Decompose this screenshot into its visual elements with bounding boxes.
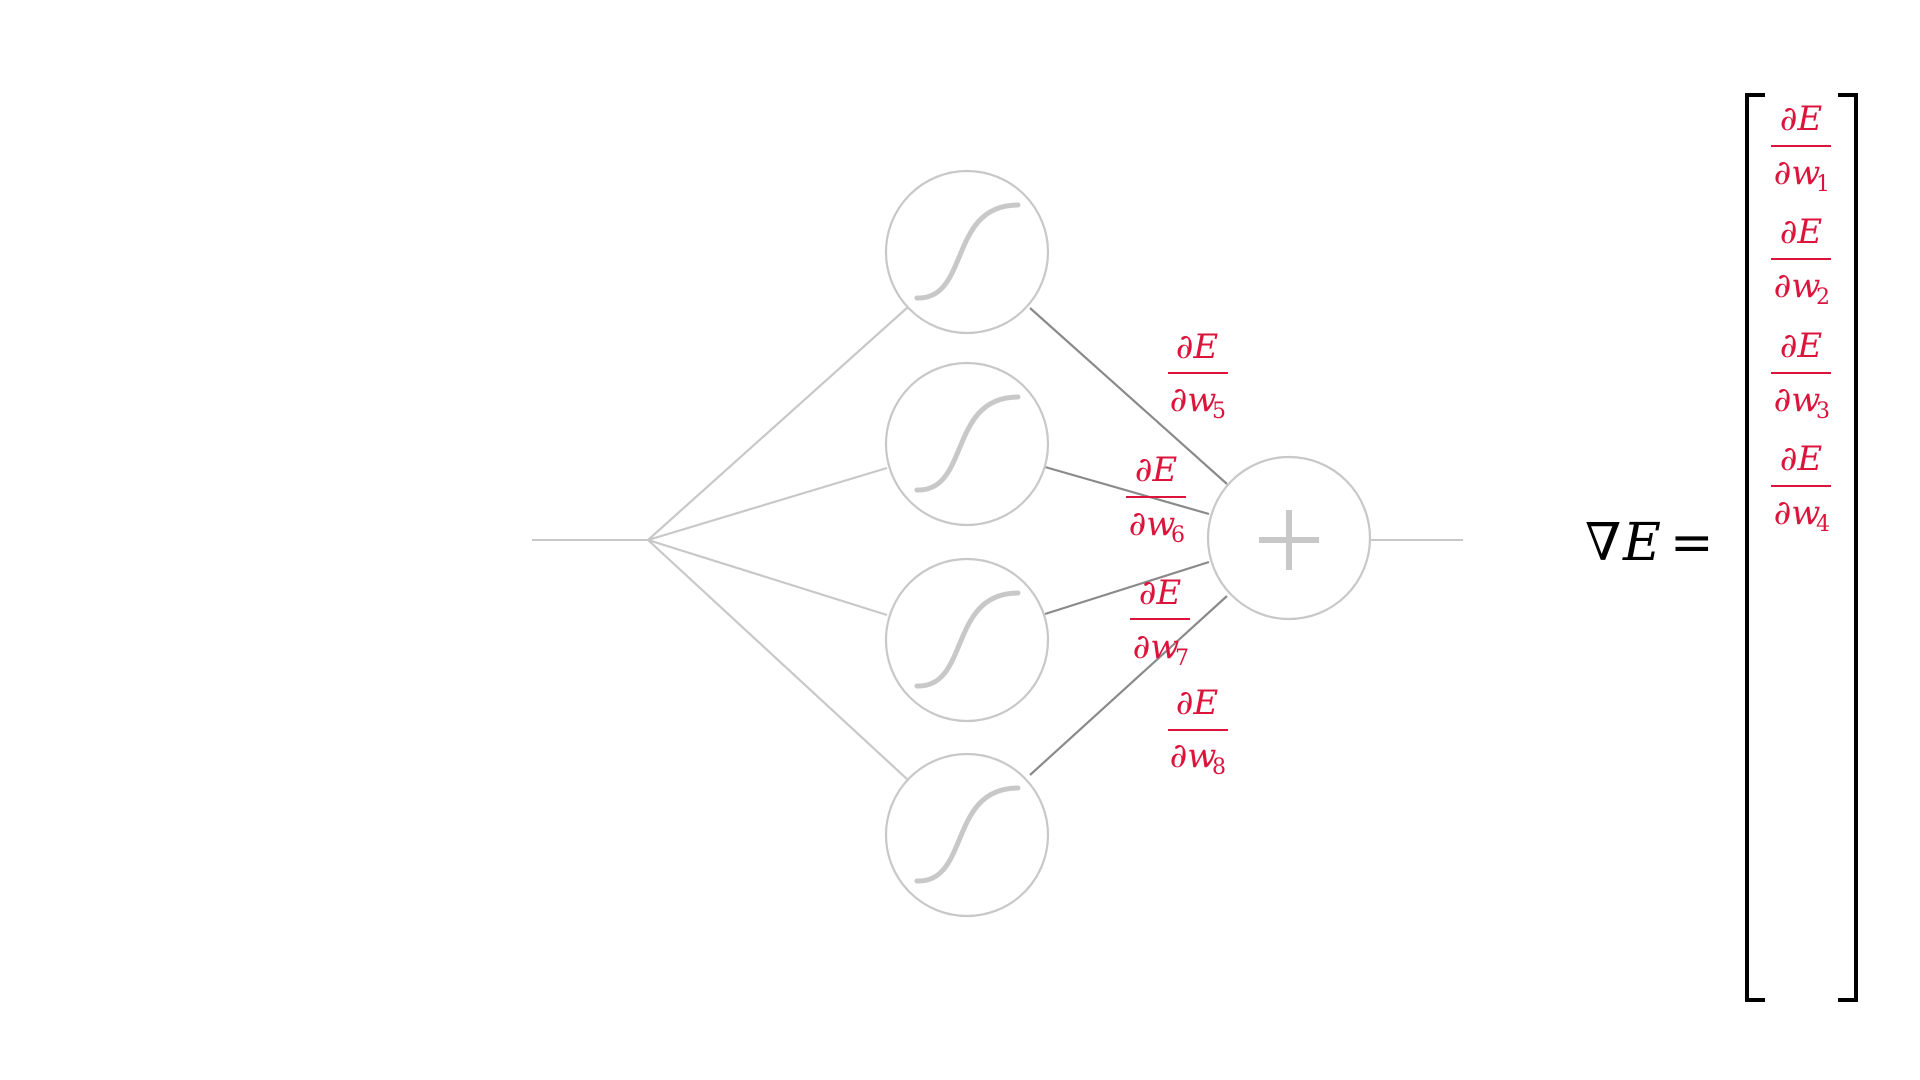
input-edge-4 <box>647 539 909 781</box>
input-edge-1 <box>647 306 909 541</box>
gradient-entry-w2: ∂E ∂w 2 <box>1771 212 1831 310</box>
gradient-entry-subscript: 2 <box>1816 285 1830 310</box>
gradient-entry-w1: ∂E ∂w 1 <box>1771 99 1831 197</box>
gradient-entry-subscript: 3 <box>1816 399 1830 424</box>
edge-label-subscript: 6 <box>1171 523 1185 548</box>
edge-label-denominator: ∂w <box>1133 627 1180 667</box>
gradient-entry-denominator: ∂w <box>1774 493 1821 533</box>
edge-label-numerator: ∂E <box>1176 683 1219 723</box>
sigmoid-icon <box>914 394 1021 493</box>
edge-label-numerator: ∂E <box>1176 327 1219 367</box>
gradient-entry-denominator: ∂w <box>1774 380 1821 420</box>
output-edge-6 <box>1044 465 1210 516</box>
gradient-entry-numerator: ∂E <box>1780 99 1823 139</box>
edge-label-w6: ∂E ∂w 6 <box>1126 450 1186 548</box>
edge-label-denominator: ∂w <box>1129 504 1176 544</box>
edge-label-w7: ∂E ∂w 7 <box>1130 573 1190 671</box>
input-edge-2 <box>647 466 888 542</box>
gradient-entry-w3: ∂E ∂w 3 <box>1771 326 1831 424</box>
edge-label-subscript: 5 <box>1212 399 1226 424</box>
edge-label-w8: ∂E ∂w 8 <box>1168 683 1228 780</box>
output-node <box>1206 455 1372 621</box>
sigmoid-icon <box>914 785 1021 884</box>
gradient-entry-denominator: ∂w <box>1774 153 1821 193</box>
hidden-node-2 <box>884 361 1050 527</box>
gradient-symbol: E <box>1622 513 1661 573</box>
edge-label-numerator: ∂E <box>1135 450 1178 490</box>
hidden-output-edges <box>1029 307 1228 776</box>
sigmoid-icon <box>914 590 1021 689</box>
left-bracket <box>1745 93 1765 1002</box>
edge-label-numerator: ∂E <box>1139 573 1182 613</box>
sigmoid-icon <box>914 202 1021 301</box>
hidden-node-4 <box>884 752 1050 918</box>
edge-label-denominator: ∂w <box>1170 380 1217 420</box>
gradient-entry-w4: ∂E ∂w 4 <box>1771 439 1831 537</box>
plus-icon <box>1259 510 1319 570</box>
edge-label-w5: ∂E ∂w 5 <box>1168 327 1228 424</box>
gradient-entry-numerator: ∂E <box>1780 439 1823 479</box>
gradient-equation: ∇ E = <box>1585 513 1714 573</box>
gradient-entry-denominator: ∂w <box>1774 266 1821 306</box>
edge-label-subscript: 8 <box>1212 755 1226 780</box>
output-edge-5 <box>1029 307 1228 485</box>
input-edge-3 <box>647 538 888 617</box>
output-edge-8 <box>1029 595 1228 776</box>
edge-label-denominator: ∂w <box>1170 736 1217 776</box>
right-bracket <box>1838 93 1858 1002</box>
gradient-vector-brackets <box>1745 93 1858 1002</box>
equals-sign: = <box>1670 513 1714 573</box>
nabla-symbol: ∇ <box>1585 513 1621 573</box>
edge-label-subscript: 7 <box>1175 646 1189 671</box>
input-hidden-edges <box>647 306 909 781</box>
gradient-entry-subscript: 4 <box>1816 512 1830 537</box>
output-edge-7 <box>1044 560 1210 616</box>
gradient-entry-numerator: ∂E <box>1780 326 1823 366</box>
hidden-node-1 <box>884 169 1050 335</box>
gradient-entry-subscript: 1 <box>1816 172 1830 197</box>
hidden-node-3 <box>884 557 1050 723</box>
gradient-entry-numerator: ∂E <box>1780 212 1823 252</box>
